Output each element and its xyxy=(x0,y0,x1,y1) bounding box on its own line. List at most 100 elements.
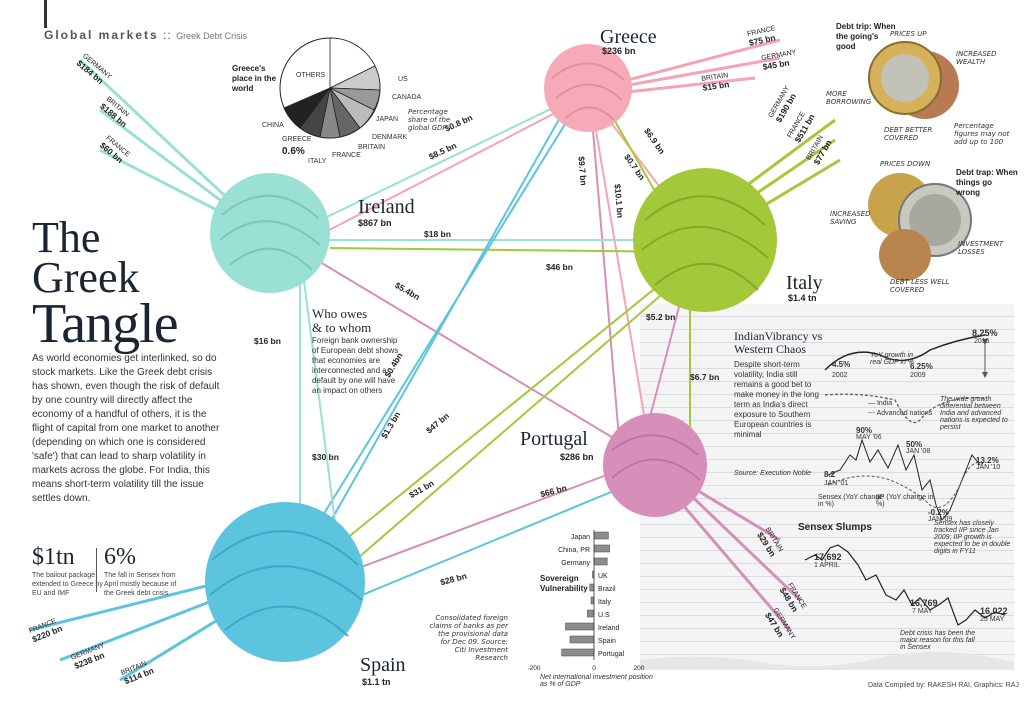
header: Global markets :: Greek Debt Crisis xyxy=(44,28,247,42)
sensex-iip-chart xyxy=(827,438,986,521)
trip-label-wealth: INCREASED WEALTH xyxy=(956,50,997,66)
link-label-7: $46 bn xyxy=(546,262,573,272)
coins-debt-trap xyxy=(868,173,972,281)
pie-label-greece: GREECE xyxy=(282,136,312,143)
slump-p2-date: 7 MAY xyxy=(912,608,933,615)
page-title: The Greek Tangle xyxy=(32,213,179,351)
vuln-category-label: Italy xyxy=(598,599,611,606)
pie-label-britain: BRITAIN xyxy=(358,144,386,151)
legend-advanced: --- Advanced nations xyxy=(868,410,933,417)
link-label-16: $6.7 bn xyxy=(690,372,720,382)
greece-name: Greece xyxy=(600,26,657,48)
slumps-note2: Debt crisis has been the major reason fo… xyxy=(900,630,976,651)
ireland-value: $867 bn xyxy=(358,218,392,228)
iip-2006-date: MAY '06 xyxy=(856,434,882,441)
greece-pie-chart xyxy=(279,37,381,139)
yarn-ball-greece xyxy=(544,44,632,132)
pie-greece-share: 0.6% xyxy=(282,146,305,157)
slump-p1-value: 17,692 xyxy=(814,552,842,562)
debt-trap-title: Debt trap: When things go wrong xyxy=(956,168,1018,197)
stat-sensex: 6% The fall in Sensex from April mostly … xyxy=(104,544,184,598)
vuln-bar-china-pr xyxy=(593,544,610,553)
ireland-name: Ireland xyxy=(358,196,415,218)
iip-2010-date: JAN '10 xyxy=(976,464,1001,471)
vuln-bar-ireland xyxy=(565,622,595,631)
consolidated-note: Consolidated foreign claims of banks as … xyxy=(429,614,508,662)
stat-divider xyxy=(96,548,97,592)
header-rule xyxy=(44,0,47,28)
vuln-bar-brazil xyxy=(589,583,595,592)
vuln-category-label: Brazil xyxy=(598,586,616,593)
debt-trip-title: Debt trip: When the going's good xyxy=(836,22,896,51)
intro-text: As world economies get interlinked, so d… xyxy=(32,353,220,504)
legend-india: — India xyxy=(868,400,893,407)
india-title: IndianVibrancy vs Western Chaos xyxy=(734,329,823,356)
iip-2009-value: -0.2% xyxy=(928,508,949,517)
slump-p2-value: 16,769 xyxy=(910,598,938,608)
stat-sensex-value: 6% xyxy=(104,544,136,570)
portugal-name: Portugal xyxy=(520,428,588,450)
iip-2008-date: JAN '08 xyxy=(906,448,931,455)
link-label-9: $16 bn xyxy=(254,336,281,346)
vuln-bar-germany xyxy=(593,557,608,566)
yarn-ball-italy xyxy=(633,168,777,312)
who-owes-body: Foreign bank ownership of European debt … xyxy=(312,336,399,395)
who-owes-title: Who owes & to whom xyxy=(312,307,371,335)
slump-p3-date: 25 MAY xyxy=(980,616,1005,623)
coins-debt-trip xyxy=(868,41,959,119)
header-subtitle: Greek Debt Crisis xyxy=(176,31,248,41)
spain-value: $1.1 tn xyxy=(362,677,391,687)
legend-sensex: Sensex (YoY change in %) xyxy=(818,494,883,508)
growth-end-year: 2015 xyxy=(974,338,990,345)
title-line-1: The xyxy=(32,213,101,262)
pie-label-france: FRANCE xyxy=(332,152,361,159)
pie-label-italy: ITALY xyxy=(308,158,327,165)
growth-start-year: 2002 xyxy=(832,372,848,379)
iip-2008-value: 50% xyxy=(906,440,923,449)
sensex-slumps-chart xyxy=(804,544,1006,626)
slumps-title: Sensex Slumps xyxy=(798,522,872,533)
italy-name: Italy xyxy=(786,272,823,294)
portugal-value: $286 bn xyxy=(560,452,594,462)
india-source: Source: Execution Noble xyxy=(734,470,812,477)
vuln-category-label: Portugal xyxy=(598,651,625,658)
yarn-ball-portugal xyxy=(603,413,707,517)
who-title-line1: Who owes xyxy=(312,306,368,321)
pie-title: Greece's place in the world xyxy=(232,64,277,93)
vuln-category-label: Japan xyxy=(571,534,590,541)
india-body: Despite short-term volatility, India sti… xyxy=(734,360,819,439)
vuln-bar-japan xyxy=(593,531,609,540)
iip-2009-date: JAN '09 xyxy=(928,516,953,523)
pie-label-japan: JAPAN xyxy=(376,116,399,123)
pie-note: Percentage share of the global GDP xyxy=(408,108,451,132)
coins-pct-note: Percentage figures may not add up to 100 xyxy=(954,122,1010,146)
spain-name: Spain xyxy=(360,654,406,676)
link-label-15: $5.2 bn xyxy=(646,312,676,322)
growth-caption: YoY growth in real GDP in % xyxy=(870,352,915,366)
pie-label-us: US xyxy=(398,76,408,83)
vuln-category-label: Germany xyxy=(561,560,590,567)
vuln-xlabel: Net international investment position as… xyxy=(540,674,653,688)
link-label-6: $18 bn xyxy=(424,229,451,239)
pie-label-china: CHINA xyxy=(262,122,284,129)
trap-label-investment: INVESTMENT LOSSES xyxy=(958,240,1004,256)
section-label: Global markets xyxy=(44,28,159,42)
pie-label-others: OTHERS xyxy=(296,72,326,79)
who-title-line2: & to whom xyxy=(312,320,372,335)
stat-bailout-desc: The bailout package extended to Greece b… xyxy=(32,572,103,597)
slumps-note1: Sensex has closely tracked IIP since Jan… xyxy=(934,520,1011,555)
vuln-category-label: China, PR xyxy=(558,547,590,554)
vuln-bar-u-s xyxy=(587,609,595,618)
greece-value: $236 bn xyxy=(602,46,636,56)
vuln-tick-label: -200 xyxy=(528,665,541,672)
iip-2010-value: 13.2% xyxy=(976,456,999,465)
growth-line-chart xyxy=(824,334,988,424)
link-strands xyxy=(299,89,701,601)
growth-mid-value: 6.25% xyxy=(910,362,933,371)
vuln-tick-label: 200 xyxy=(634,665,645,672)
stat-bailout-value: $1tn xyxy=(32,544,75,570)
paper-torn-edge xyxy=(640,651,1014,670)
growth-start-value: 4.5% xyxy=(832,360,851,369)
